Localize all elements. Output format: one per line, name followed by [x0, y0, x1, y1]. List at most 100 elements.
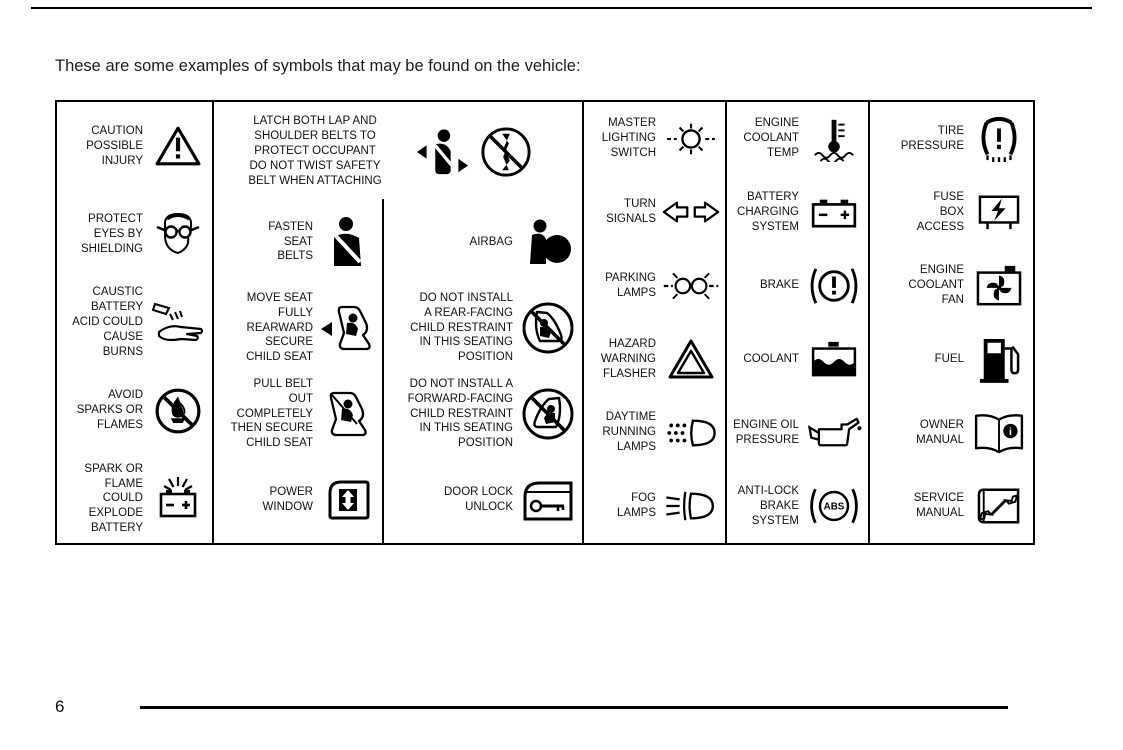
symbol-cell-abs: ANTI-LOCK BRAKE SYSTEM ABS: [727, 470, 868, 544]
fog-lamps-icon: [662, 488, 720, 524]
symbol-cell-no-rear-facing: DO NOT INSTALL A REAR-FACING CHILD RESTR…: [384, 285, 582, 371]
symbol-label: OWNER MANUAL: [916, 418, 964, 446]
symbol-cell-master-lighting: MASTER LIGHTING SWITCH: [584, 102, 725, 176]
symbol-cell-eye-protection: PROTECT EYES BY SHIELDING: [57, 190, 212, 278]
symbol-cell-tire-pressure: TIRE PRESSURE: [870, 102, 1033, 176]
symbol-cell-move-seat-rearward: MOVE SEAT FULLY REARWARD SECURE CHILD SE…: [214, 285, 382, 371]
symbol-cell-fuse-box: FUSE BOX ACCESS: [870, 176, 1033, 250]
engine-coolant-temp-icon: [805, 116, 863, 162]
symbol-label: AIRBAG: [469, 235, 513, 248]
no-twist-belt-icon: [480, 126, 532, 178]
fuse-box-icon: [970, 192, 1028, 232]
symbol-label: CAUTION POSSIBLE INJURY: [86, 124, 143, 167]
symbol-cell-fasten-belts: FASTEN SEAT BELTS: [214, 199, 382, 285]
battery-charging-icon: [805, 194, 863, 230]
symbol-cell-service-manual: SERVICE MANUAL: [870, 470, 1033, 544]
symbol-label: ENGINE COOLANT FAN: [908, 264, 964, 307]
power-window-icon: [319, 477, 377, 523]
symbol-label: MOVE SEAT FULLY REARWARD SECURE CHILD SE…: [246, 291, 313, 364]
symbol-cell-coolant-fan: ENGINE COOLANT FAN: [870, 249, 1033, 323]
symbol-label: DAYTIME RUNNING LAMPS: [602, 411, 656, 454]
symbol-cell-caution: CAUTION POSSIBLE INJURY: [57, 102, 212, 190]
coolant-icon: [805, 340, 863, 378]
symbol-label: PROTECT EYES BY SHIELDING: [81, 212, 143, 255]
symbol-label: PARKING LAMPS: [605, 271, 656, 299]
no-forward-facing-restraint-icon: [519, 387, 577, 441]
footer-rule: [140, 706, 1008, 709]
symbol-label: DOOR LOCK UNLOCK: [443, 486, 513, 513]
symbol-cell-coolant: COOLANT: [727, 323, 868, 397]
daytime-running-lamps-icon: [662, 416, 720, 450]
no-flames-icon: [149, 387, 207, 435]
symbol-label: MASTER LIGHTING SWITCH: [601, 117, 656, 160]
column-seating-restraints: LATCH BOTH LAP AND SHOULDER BELTS TO PRO…: [214, 102, 584, 543]
lap-shoulder-belt-icon: [414, 126, 470, 178]
symbol-label: PULL BELT OUT COMPLETELY THEN SECURE CHI…: [230, 377, 313, 450]
acid-hand-icon: [149, 300, 207, 346]
fuel-icon: [970, 334, 1028, 384]
door-lock-icon: [519, 478, 577, 522]
symbol-cell-latch-belts: LATCH BOTH LAP AND SHOULDER BELTS TO PRO…: [214, 102, 582, 199]
symbol-cell-hazard-flasher: HAZARD WARNING FLASHER: [584, 323, 725, 397]
symbol-label: TURN SIGNALS: [606, 198, 656, 226]
symbol-label: POWER WINDOW: [262, 486, 313, 513]
turn-signals-icon: [662, 197, 720, 227]
symbol-label: DO NOT INSTALL A FORWARD-FACING CHILD RE…: [407, 377, 513, 450]
master-lighting-switch-icon: [662, 118, 720, 160]
top-rule: [31, 7, 1092, 9]
symbol-label: BATTERY CHARGING SYSTEM: [737, 190, 799, 233]
svg-text:i: i: [1009, 426, 1012, 438]
service-manual-icon: [970, 485, 1028, 527]
intro-text: These are some examples of symbols that …: [55, 57, 581, 75]
subcolumn-seat-left: FASTEN SEAT BELTS MOVE SEAT FULLY REARWA…: [214, 199, 384, 543]
seating-subgrid: FASTEN SEAT BELTS MOVE SEAT FULLY REARWA…: [214, 199, 582, 543]
engine-oil-pressure-icon: [805, 416, 863, 450]
symbol-label: FOG LAMPS: [617, 492, 656, 520]
symbol-cell-owner-manual: OWNER MANUAL i: [870, 396, 1033, 470]
symbol-label: SPARK OR FLAME COULD EXPLODE BATTERY: [84, 462, 143, 535]
symbol-label: HAZARD WARNING FLASHER: [600, 337, 656, 380]
symbol-label: FUEL: [934, 352, 964, 365]
symbol-label: ENGINE OIL PRESSURE: [733, 418, 799, 446]
column-safety-warnings: CAUTION POSSIBLE INJURY PROTECT EYES BY …: [57, 102, 214, 543]
svg-text:ABS: ABS: [824, 502, 845, 513]
airbag-icon: [519, 218, 577, 266]
symbol-label: DO NOT INSTALL A REAR-FACING CHILD RESTR…: [410, 291, 513, 364]
symbol-cell-fuel: FUEL: [870, 323, 1033, 397]
symbol-label: SERVICE MANUAL: [913, 492, 964, 520]
symbol-table: CAUTION POSSIBLE INJURY PROTECT EYES BY …: [55, 100, 1035, 545]
symbol-cell-coolant-temp: ENGINE COOLANT TEMP: [727, 102, 868, 176]
battery-explosion-icon: [149, 475, 207, 523]
tire-pressure-icon: [970, 116, 1028, 162]
symbol-cell-engine-oil: ENGINE OIL PRESSURE: [727, 396, 868, 470]
symbol-cell-door-lock: DOOR LOCK UNLOCK: [384, 457, 582, 543]
symbol-cell-caustic-acid: CAUSTIC BATTERY ACID COULD CAUSE BURNS: [57, 278, 212, 366]
symbol-cell-no-flames: AVOID SPARKS OR FLAMES: [57, 367, 212, 455]
abs-icon: ABS: [805, 485, 863, 527]
warning-triangle-icon: [149, 125, 207, 167]
symbol-label: BRAKE: [760, 279, 799, 292]
symbol-cell-power-window: POWER WINDOW: [214, 457, 382, 543]
symbol-cell-battery-charging: BATTERY CHARGING SYSTEM: [727, 176, 868, 250]
brake-warning-icon: [805, 265, 863, 307]
subcolumn-seat-right: AIRBAG DO NOT INSTALL A REAR-FACING CHIL…: [384, 199, 582, 543]
symbol-cell-brake: BRAKE: [727, 249, 868, 323]
hazard-flasher-icon: [662, 338, 720, 380]
symbol-label: LATCH BOTH LAP AND SHOULDER BELTS TO PRO…: [248, 115, 382, 187]
symbol-cell-battery-explosion: SPARK OR FLAME COULD EXPLODE BATTERY: [57, 455, 212, 543]
symbol-cell-fog-lamps: FOG LAMPS: [584, 470, 725, 544]
symbol-cell-parking-lamps: PARKING LAMPS: [584, 249, 725, 323]
symbol-label: COOLANT: [743, 352, 799, 365]
column-engine-systems: ENGINE COOLANT TEMP BATTERY CHARGING SYS…: [727, 102, 870, 543]
column-lighting: MASTER LIGHTING SWITCH TURN SIGNALS PARK…: [584, 102, 727, 543]
symbol-label: AVOID SPARKS OR FLAMES: [76, 389, 143, 432]
eye-protection-icon: [149, 210, 207, 258]
fasten-seat-belt-icon: [319, 216, 377, 268]
symbol-label: ANTI-LOCK BRAKE SYSTEM: [737, 484, 799, 527]
symbol-cell-pull-belt: PULL BELT OUT COMPLETELY THEN SECURE CHI…: [214, 371, 382, 457]
symbol-label: FASTEN SEAT BELTS: [268, 220, 313, 263]
owner-manual-icon: i: [970, 412, 1028, 454]
move-seat-rearward-icon: [319, 303, 377, 353]
symbol-label: CAUSTIC BATTERY ACID COULD CAUSE BURNS: [72, 286, 143, 358]
